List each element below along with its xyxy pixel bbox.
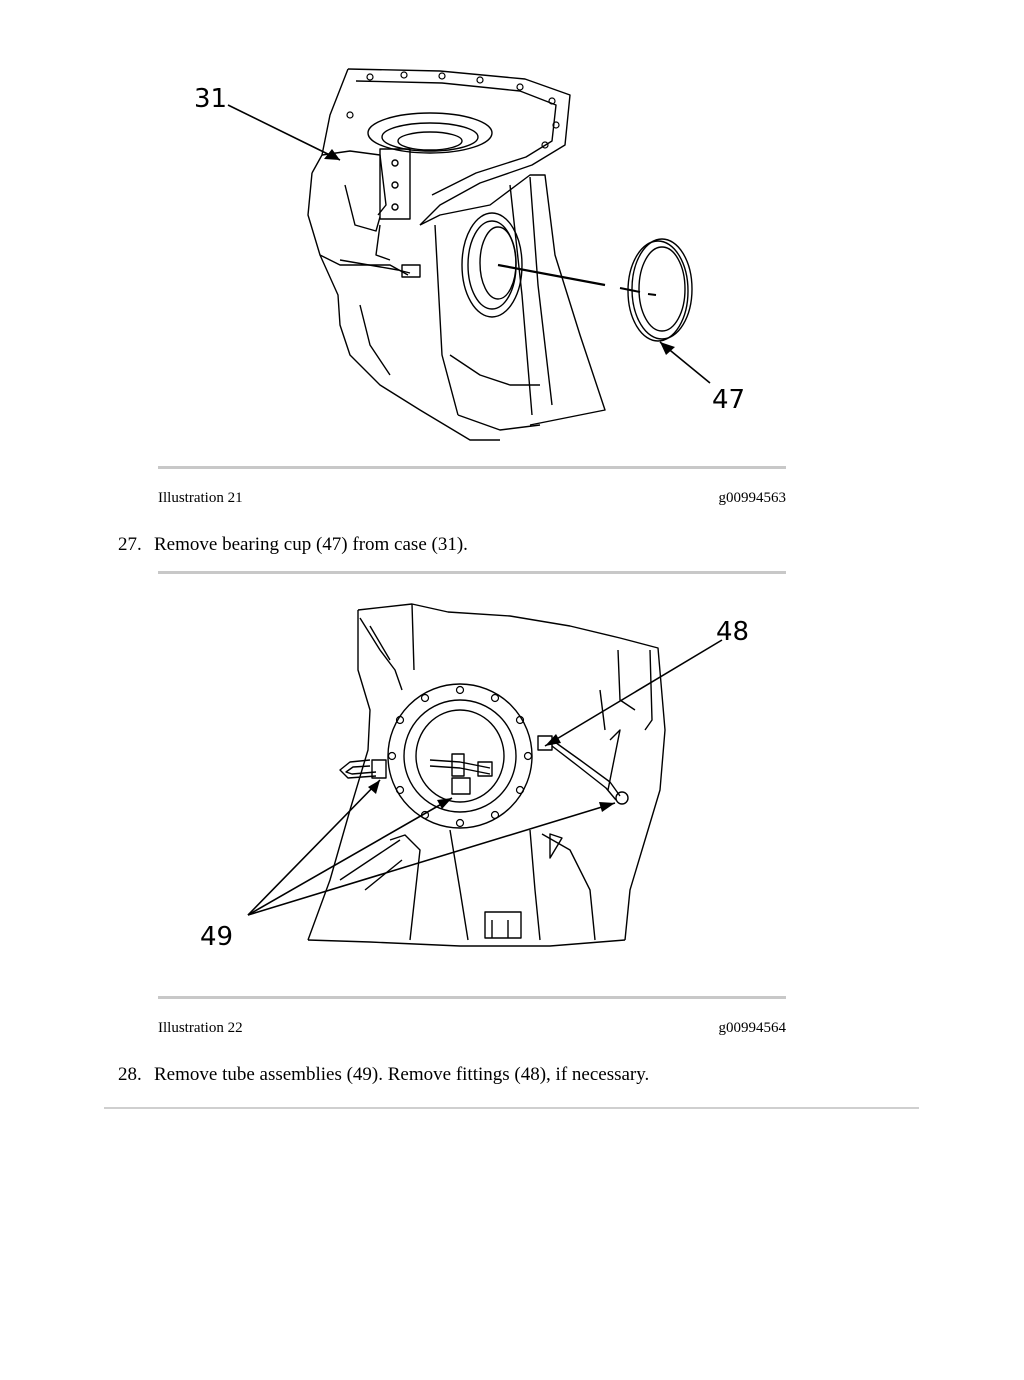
step-27-number: 27. [118,534,142,555]
step-28-number: 28. [118,1064,142,1085]
callout-48: 48 [716,617,749,647]
illustration-22-label: Illustration 22 [158,1020,243,1036]
illustration-21-code: g00994563 [718,490,787,506]
step-28-text: Remove tube assemblies (49). Remove fitt… [154,1064,650,1085]
callout-49: 49 [200,922,233,952]
illustration-22-figure: 48 49 [190,590,780,960]
step-27-text: Remove bearing cup (47) from case (31). [154,534,468,555]
housing-bearing-cup-drawing: 31 47 [194,68,745,441]
figure-bottom-divider [158,996,786,999]
step-27: 27. Remove bearing cup (47) from case (31… [118,533,468,557]
callout-47: 47 [712,385,745,415]
illustration-21-label: Illustration 21 [158,490,243,506]
step-28: 28. Remove tube assemblies (49). Remove f… [118,1063,649,1087]
illustration-21-figure: 31 47 [180,55,780,455]
section-end-divider [104,1107,919,1109]
illustration-22-code: g00994564 [718,1020,787,1036]
figure-top-divider [158,571,786,574]
callout-31: 31 [194,84,227,114]
figure-top-divider [158,466,786,469]
tube-assemblies-drawing: 48 49 [200,603,749,952]
